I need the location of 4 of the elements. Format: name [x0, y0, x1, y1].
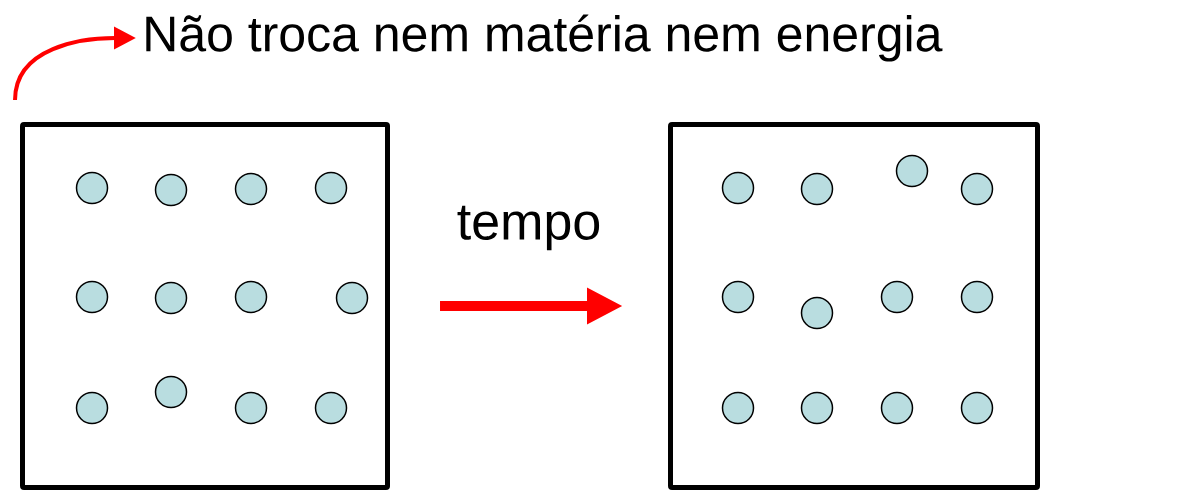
- container-box: [20, 122, 390, 490]
- container-box: [668, 122, 1040, 490]
- edge-label: tempo: [457, 205, 600, 251]
- caption-text: Não troca nem matéria nem energia: [146, 14, 943, 62]
